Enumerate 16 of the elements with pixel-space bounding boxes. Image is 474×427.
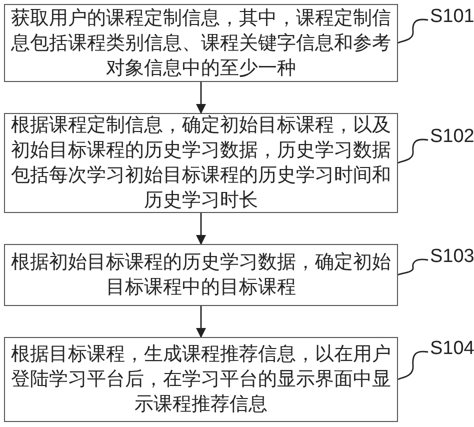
- step-label: S103: [430, 246, 474, 268]
- step-text: 根据初始目标课程的历史学习数据，确定初始目标课程中的目标课程: [10, 250, 392, 300]
- step-label: S102: [430, 126, 474, 148]
- arrow: [196, 306, 206, 338]
- step-text: 获取用户的课程定制信息，其中，课程定制信息包括课程类别信息、课程关键字信息和参考对象信息中的至少一种: [10, 6, 392, 80]
- leader-line: [398, 350, 428, 380]
- leader-line: [398, 258, 428, 276]
- arrow: [196, 213, 206, 245]
- process-box: [4, 244, 398, 306]
- arrow: [196, 82, 206, 114]
- step-label: S104: [430, 338, 474, 360]
- step-text: 根据目标课程，生成课程推荐信息，以在用户登陆学习平台后，在学习平台的显示界面中显示课程推荐信息: [10, 342, 392, 417]
- step-label: S101: [430, 6, 474, 28]
- step-text: 根据课程定制信息，确定初始目标课程，以及初始目标课程的历史学习数据，历史学习数据包括每次学习初始目标课程的历史学习时间和历史学习时长: [10, 113, 392, 213]
- leader-line: [398, 18, 428, 44]
- leader-line: [398, 138, 428, 164]
